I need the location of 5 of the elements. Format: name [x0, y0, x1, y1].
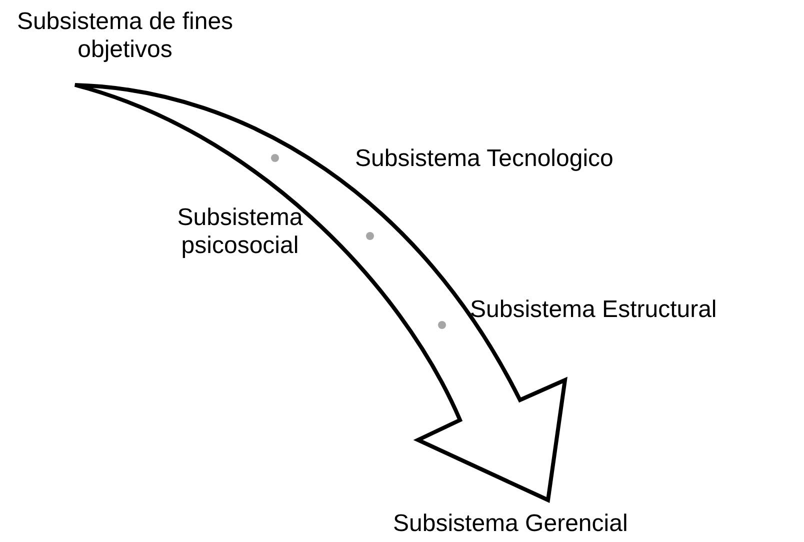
stage-label: Subsistema Gerencial [393, 510, 628, 538]
stage-label: Subsistema de fines objetivos [16, 8, 234, 64]
stage-label: Subsistema Tecnologico [355, 145, 614, 173]
stage-label: Subsistema psicosocial [176, 204, 304, 260]
stage-label: Subsistema Estructural [470, 296, 717, 324]
